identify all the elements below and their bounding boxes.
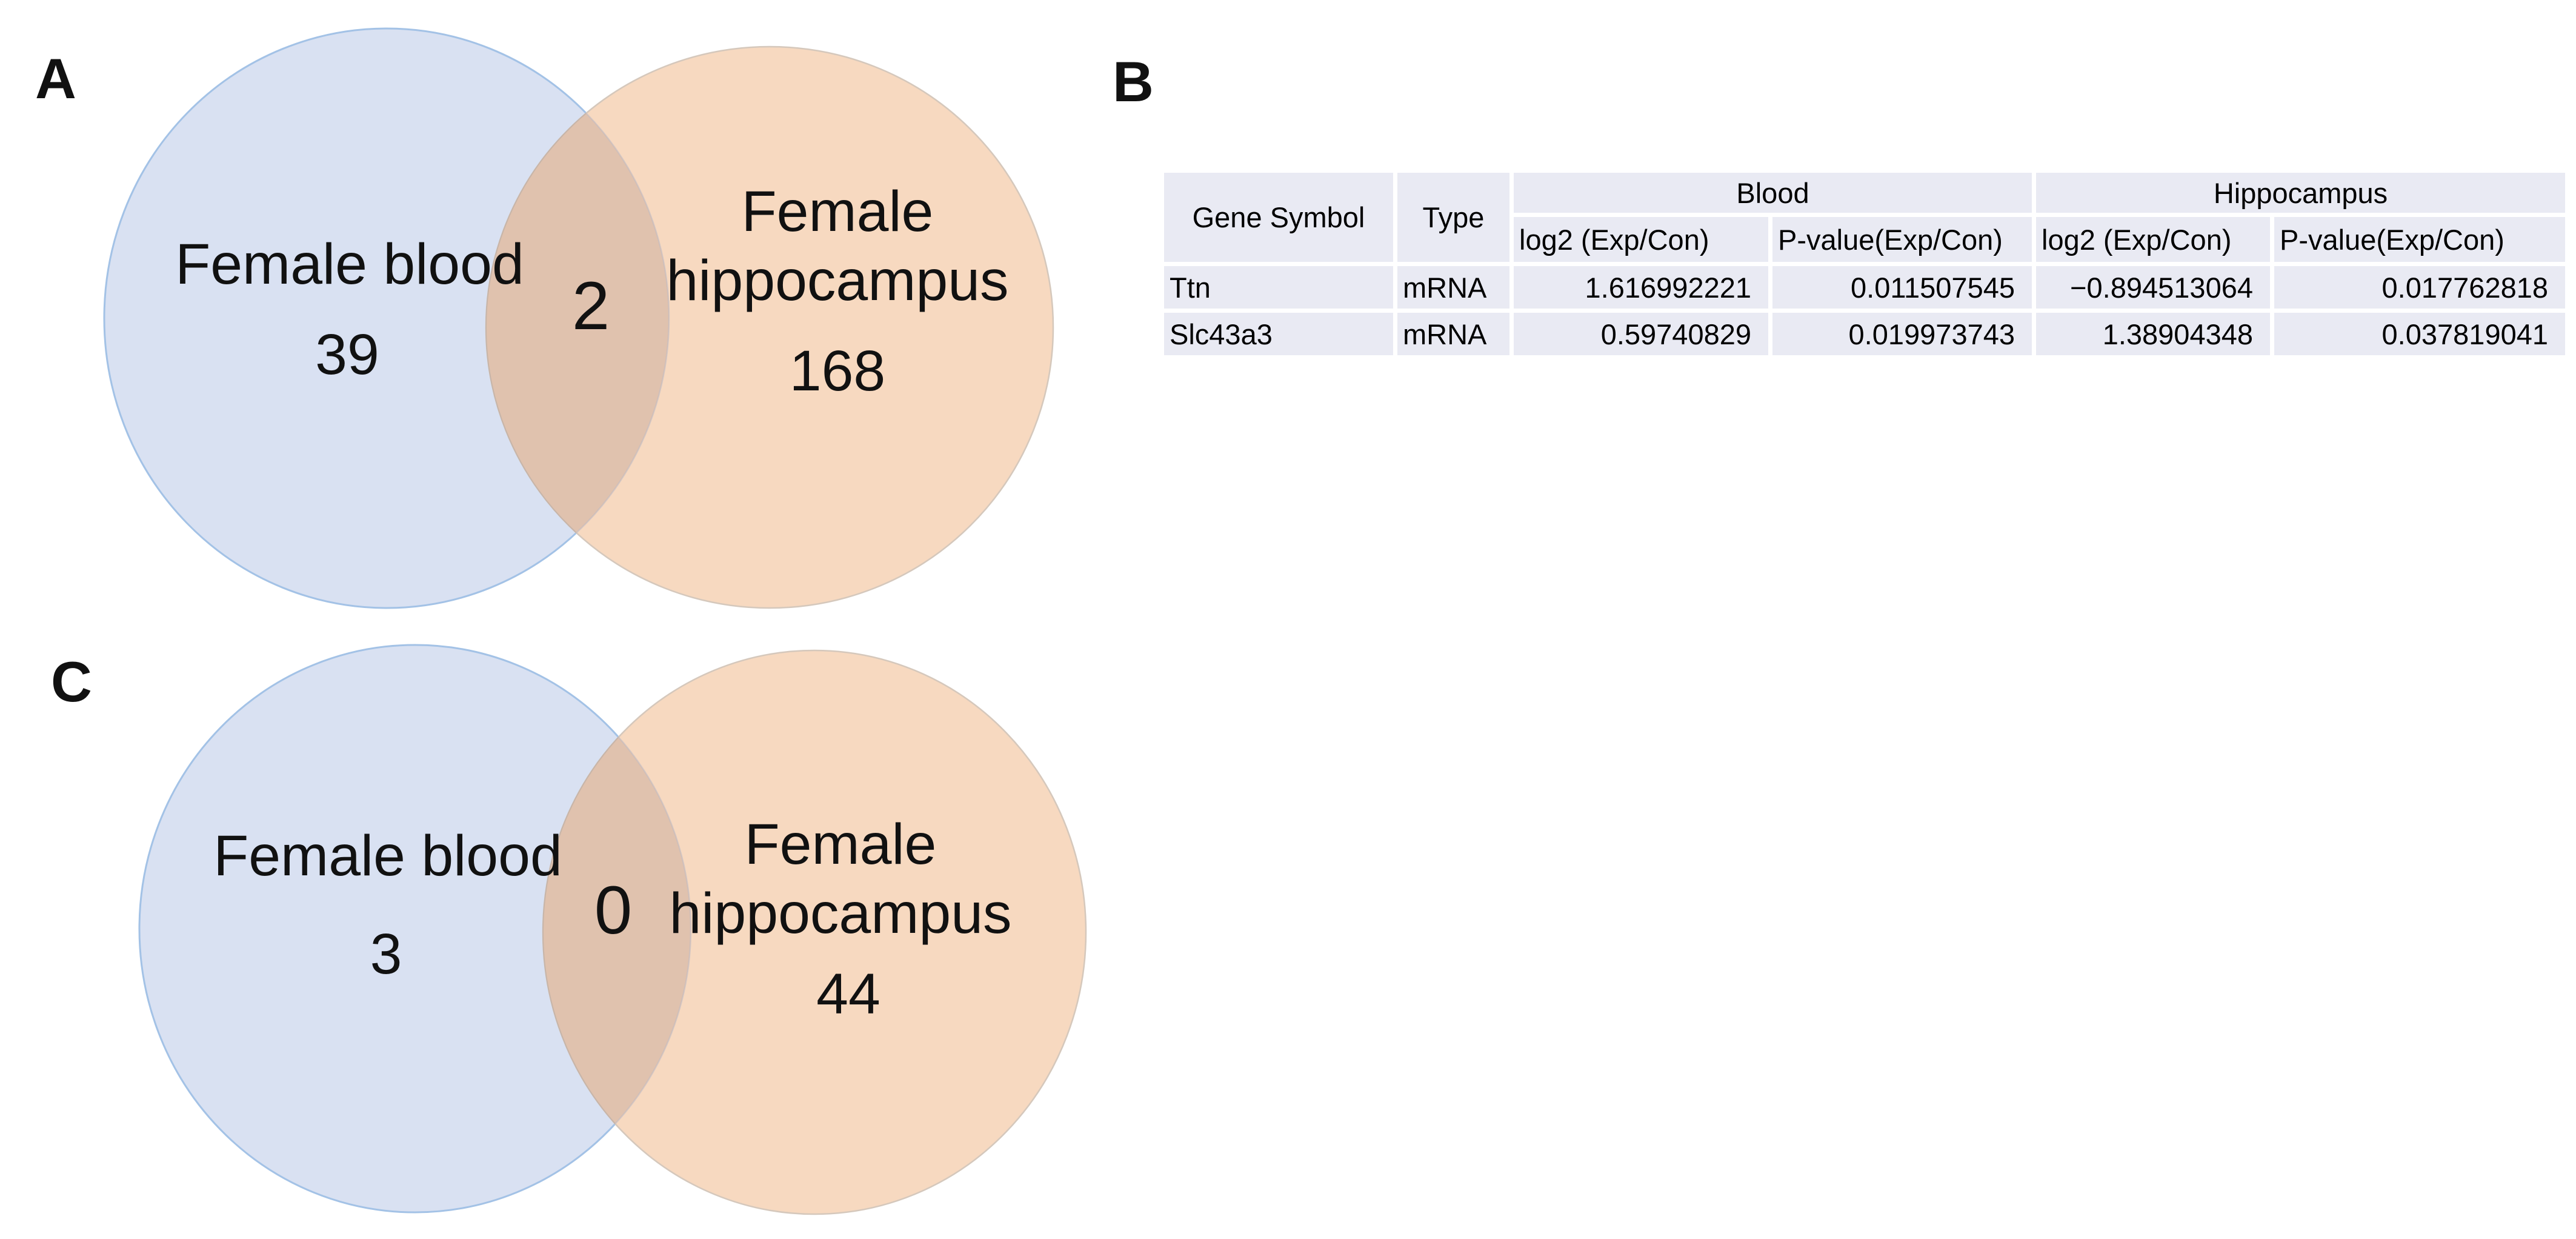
venn-c-blood-count: 3 (370, 921, 402, 986)
cell-hippocampus-log2: 1.38904348 (2036, 313, 2270, 355)
cell-gene-symbol: Slc43a3 (1164, 313, 1393, 355)
venn-a-overlap-count: 2 (571, 267, 610, 344)
venn-c-overlap-count: 0 (594, 872, 633, 948)
venn-a-hippocampus-label-line1: Female (741, 179, 934, 244)
venn-a-blue-edge-in-overlap (486, 47, 670, 608)
cell-blood-pvalue: 0.019973743 (1772, 313, 2032, 355)
col-header-blood-pvalue: P-value(Exp/Con) (1772, 217, 2032, 262)
group-header-blood: Blood (1514, 173, 2032, 213)
col-header-type: Type (1397, 173, 1509, 262)
panel-c-label: C (51, 650, 92, 713)
cell-hippocampus-pvalue: 0.037819041 (2274, 313, 2565, 355)
venn-a-blood-set-label: Female blood (175, 232, 524, 296)
venn-a-hippocampus-set-label: Female hippocampus (666, 177, 1008, 315)
cell-blood-log2: 0.59740829 (1514, 313, 1768, 355)
venn-c-blue-edge-in-overlap (543, 650, 692, 1214)
col-header-gene-symbol: Gene Symbol (1164, 173, 1393, 262)
group-header-hippocampus: Hippocampus (2036, 173, 2565, 213)
cell-gene-symbol: Ttn (1164, 266, 1393, 309)
venn-c-hippocampus-count: 44 (816, 961, 880, 1026)
col-header-hippocampus-pvalue: P-value(Exp/Con) (2274, 217, 2565, 262)
panel-b-label: B (1113, 50, 1154, 113)
venn-c-hippocampus-set-label: Female hippocampus (669, 810, 1011, 948)
venn-c-hippocampus-label-line1: Female (744, 812, 937, 877)
venn-a-hippocampus-count: 168 (789, 338, 886, 403)
gene-table: Gene Symbol Type Blood Hippocampus log2 … (1160, 169, 2569, 359)
panel-a-label: A (35, 47, 76, 110)
cell-hippocampus-pvalue: 0.017762818 (2274, 266, 2565, 309)
venn-c-hippocampus-label-line2: hippocampus (669, 881, 1012, 946)
cell-type: mRNA (1397, 266, 1509, 309)
col-header-hippocampus-log2: log2 (Exp/Con) (2036, 217, 2270, 262)
venn-c-blood-set-label: Female blood (213, 823, 562, 888)
cell-blood-log2: 1.616992221 (1514, 266, 1768, 309)
cell-blood-pvalue: 0.011507545 (1772, 266, 2032, 309)
cell-hippocampus-log2: −0.894513064 (2036, 266, 2270, 309)
table-row: Ttn mRNA 1.616992221 0.011507545 −0.8945… (1164, 266, 2565, 309)
cell-type: mRNA (1397, 313, 1509, 355)
col-header-blood-log2: log2 (Exp/Con) (1514, 217, 1768, 262)
venn-a-blood-count: 39 (315, 322, 379, 387)
venn-a-hippocampus-label-line2: hippocampus (666, 249, 1009, 313)
table-row: Slc43a3 mRNA 0.59740829 0.019973743 1.38… (1164, 313, 2565, 355)
